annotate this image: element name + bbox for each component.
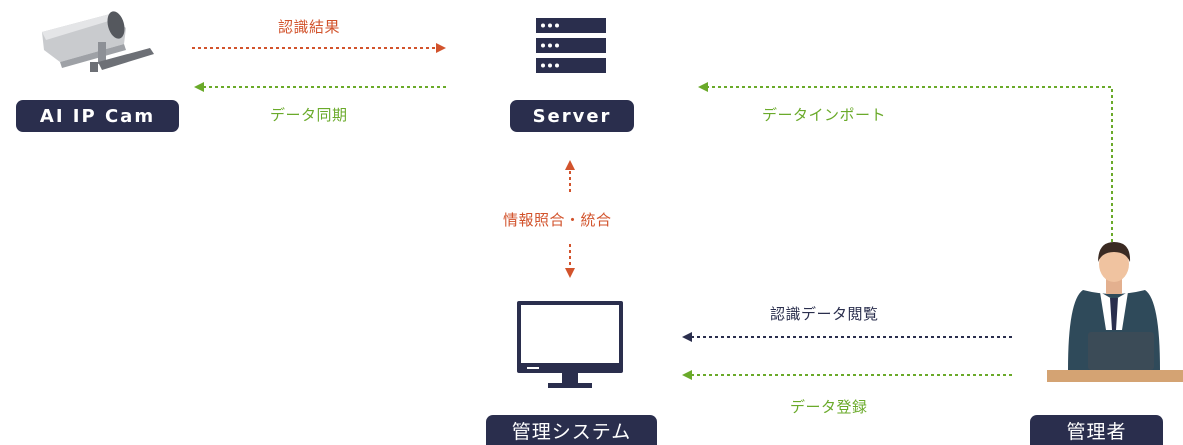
administrator-icon: [1047, 242, 1183, 382]
monitor-icon: [517, 301, 623, 388]
security-camera-icon: [42, 11, 154, 72]
recognition-result-label: 認識結果: [278, 18, 341, 36]
register-data-label: データ登録: [790, 398, 868, 416]
info-match-label: 情報照合・統合: [503, 211, 612, 229]
admin-node-label: 管理者: [1030, 415, 1163, 445]
system-node-label: 管理システム: [486, 415, 657, 445]
server-node-label: Server: [510, 100, 634, 132]
camera-node-label: AI IP Cam: [16, 100, 179, 132]
data-sync-label: データ同期: [270, 106, 348, 124]
data-import-label: データインポート: [762, 106, 887, 124]
view-data-label: 認識データ閲覧: [770, 305, 879, 323]
server-icon: [536, 18, 606, 73]
